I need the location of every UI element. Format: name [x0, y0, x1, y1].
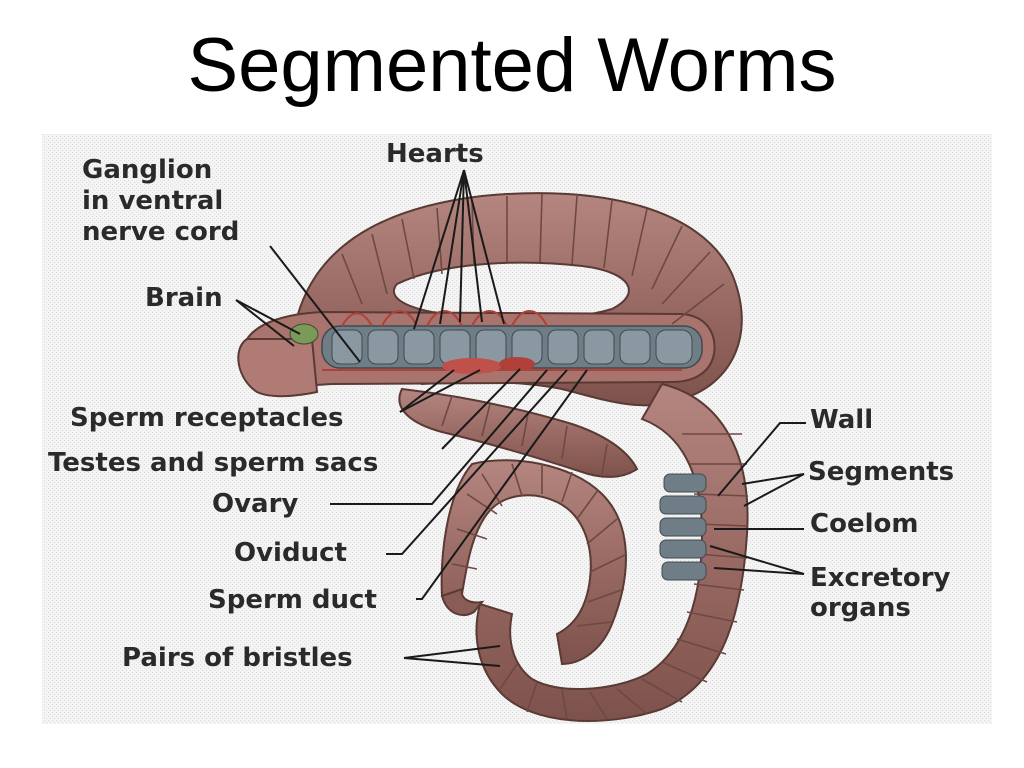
label-ganglion-3: nerve cord	[82, 217, 239, 247]
segment-rings	[341, 193, 749, 720]
label-brain: Brain	[145, 283, 223, 313]
earthworm-diagram: Hearts Ganglion in ventral nerve cord Br…	[42, 134, 992, 724]
label-ovary: Ovary	[212, 489, 298, 519]
label-wall: Wall	[810, 405, 873, 435]
label-oviduct: Oviduct	[234, 538, 347, 568]
leader-lines	[235, 169, 806, 667]
label-excretory-2: organs	[810, 593, 911, 623]
label-hearts: Hearts	[386, 139, 484, 169]
label-sperm-receptacles: Sperm receptacles	[70, 403, 343, 433]
diagram-labels: Hearts Ganglion in ventral nerve cord Br…	[48, 139, 954, 673]
label-ganglion-2: in ventral	[82, 186, 223, 216]
label-excretory-1: Excretory	[810, 563, 951, 593]
label-ganglion-1: Ganglion	[82, 155, 212, 185]
slide-title: Segmented Worms	[187, 23, 837, 108]
label-testes: Testes and sperm sacs	[48, 448, 378, 478]
label-segments: Segments	[808, 457, 954, 487]
label-sperm-duct: Sperm duct	[208, 585, 377, 615]
label-coelom: Coelom	[810, 509, 918, 539]
label-bristles: Pairs of bristles	[122, 643, 353, 673]
